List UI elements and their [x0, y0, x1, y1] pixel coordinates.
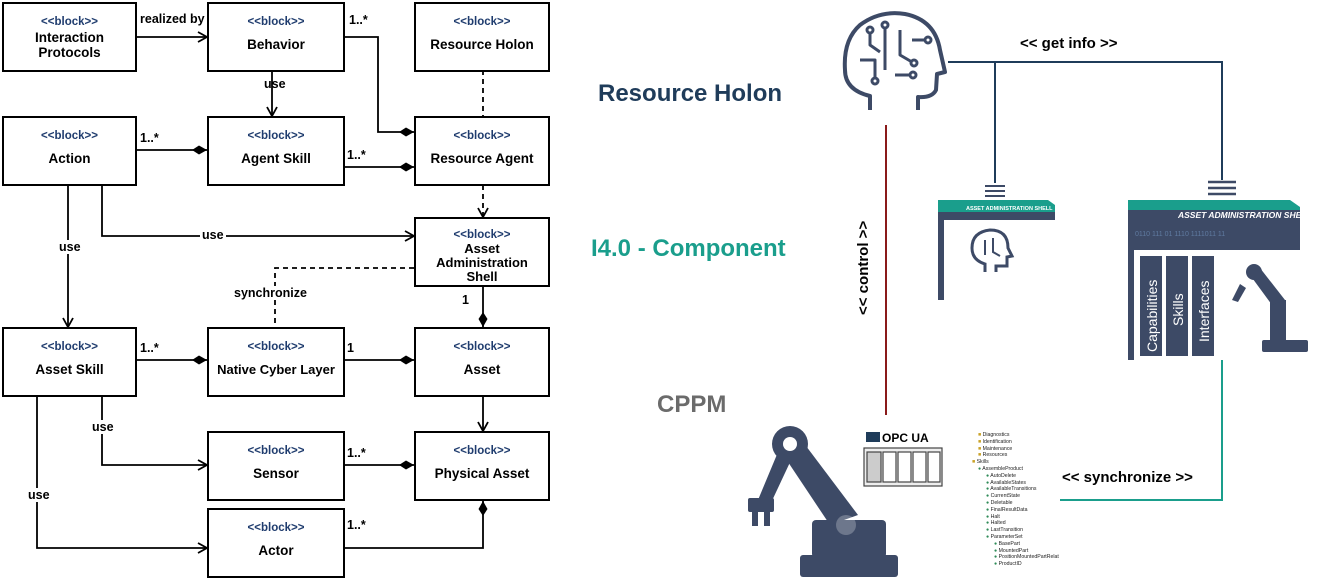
block-actor: <<block>> Actor [207, 508, 345, 578]
edge-actor-physical [345, 501, 488, 549]
label-control: << control >> [855, 221, 872, 315]
tree-item[interactable]: ● Halt [986, 513, 1000, 520]
edge-assetskill-actor [36, 397, 209, 554]
tree-item[interactable]: ● MountedPart [994, 547, 1029, 554]
block-physical-asset: <<block>> Physical Asset [414, 431, 550, 501]
block-asset: <<block>> Asset [414, 327, 550, 397]
robot-arm-small-icon [1232, 264, 1308, 352]
edge-assetskill-sensor [101, 397, 209, 471]
tab-label-capabilities: Capabilities [1144, 280, 1160, 352]
title-resource-holon: Resource Holon [598, 80, 783, 107]
label-many-behavior: 1..* [349, 13, 368, 27]
small-aas-label: ASSET ADMINISTRATION SHELL [966, 206, 1053, 212]
opcua-tree: ■ Diagnostics ■ Identification ■ Mainten… [972, 432, 1082, 568]
label-use-action-assetskill: use [57, 240, 83, 254]
edge-action-aas [101, 185, 416, 242]
label-many-actor: 1..* [347, 518, 366, 532]
label-use-action-aas: use [200, 228, 226, 242]
svg-text:0110 111 01 1110 11110: 0110 111 01 1110 1111011 11 [1135, 231, 1225, 238]
title-cppm: CPPM [657, 391, 727, 418]
robot-arm-large-icon [748, 426, 898, 577]
label-get-info: << get info >> [1020, 35, 1118, 52]
large-aas-folder: 0110 111 01 1110 1111011 11 [1128, 180, 1320, 360]
block-agent-skill: <<block>> Agent Skill [207, 116, 345, 186]
block-resource-holon: <<block>> Resource Holon [414, 2, 550, 72]
tab-label-skills: Skills [1170, 293, 1186, 326]
tree-item[interactable]: ■ Diagnostics [978, 432, 1010, 438]
small-aas-folder [938, 185, 1056, 300]
tree-item[interactable]: ● ParameterSet [986, 533, 1023, 540]
tree-item[interactable]: ● PositionMountedPartRelat [994, 554, 1059, 561]
line-get-info [948, 61, 1223, 180]
tree-item[interactable]: ● Deletable [986, 499, 1013, 506]
label-many-sensor: 1..* [347, 446, 366, 460]
tree-item[interactable]: ● BasePart [994, 540, 1020, 547]
block-resource-agent: <<block>> Resource Agent [414, 116, 550, 186]
label-many-assetskill: 1..* [140, 341, 159, 355]
brain-head-icon [842, 11, 947, 110]
label-use-actor: use [26, 488, 52, 502]
block-action: <<block>> Action [2, 116, 137, 186]
label-use-behavior: use [264, 77, 286, 91]
edge-behavior-resourceagent [345, 36, 414, 137]
tree-item[interactable]: ■ Maintenance [978, 445, 1013, 452]
opcua-label: OPC UA [882, 431, 929, 445]
tab-capabilities [1140, 256, 1162, 356]
tree-item[interactable]: ● Halted [986, 520, 1006, 527]
tree-item[interactable]: ● AssembleProduct [978, 465, 1023, 472]
label-one-aas: 1 [462, 293, 469, 307]
tree-item[interactable]: ● AvailableTransitions [986, 486, 1037, 493]
tab-skills [1166, 256, 1188, 356]
tree-item[interactable]: ● AutoDelete [986, 472, 1016, 479]
tree-item[interactable]: ● FinalResultData [986, 506, 1028, 513]
block-native-cyber-layer: <<block>> Native Cyber Layer [207, 327, 345, 397]
line-synchronize [1060, 360, 1223, 501]
plc-device-icon [863, 447, 943, 487]
block-asset-skill: <<block>> Asset Skill [2, 327, 137, 397]
tree-item[interactable]: ■ Skills [972, 459, 989, 466]
large-aas-label: ASSET ADMINISTRATION SHELL [1177, 210, 1312, 220]
title-i40-component: I4.0 - Component [591, 235, 786, 262]
label-one-ncl: 1 [347, 341, 354, 355]
label-synchronize-right: << synchronize >> [1062, 469, 1193, 486]
tree-item[interactable]: ● ProductID [994, 561, 1022, 568]
block-interaction-protocols: <<block>> Interaction Protocols [2, 2, 137, 72]
label-many-action: 1..* [140, 131, 159, 145]
block-asset-administration-shell: <<block>> Asset Administration Shell [414, 217, 550, 287]
tab-label-interfaces: Interfaces [1196, 281, 1212, 342]
tree-item[interactable]: ■ Identification [978, 438, 1012, 445]
tree-item[interactable]: ■ Resources [978, 452, 1008, 459]
label-realized-by: realized by [140, 12, 205, 26]
opcua-logo-icon [866, 432, 880, 442]
tree-item[interactable]: ● AvailableStates [986, 479, 1026, 486]
label-many-agentskill: 1..* [347, 148, 366, 162]
tree-item[interactable]: ● LastTransition [986, 527, 1023, 534]
label-synchronize: synchronize [232, 286, 309, 300]
label-use-sensor: use [90, 420, 116, 434]
block-behavior: <<block>> Behavior [207, 2, 345, 72]
edge-synchronize [274, 267, 414, 327]
tab-interfaces [1192, 256, 1214, 356]
tree-item[interactable]: ● CurrentState [986, 493, 1021, 500]
block-sensor: <<block>> Sensor [207, 431, 345, 501]
